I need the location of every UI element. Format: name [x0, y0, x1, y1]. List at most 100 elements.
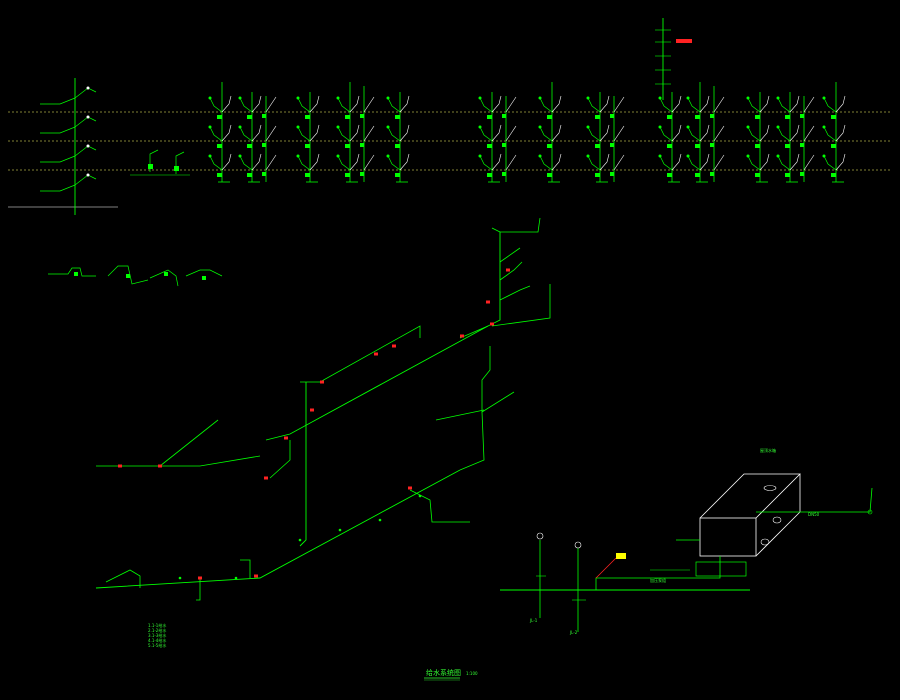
- fixture-branch: [835, 95, 846, 113]
- fixture-branch: [349, 124, 360, 142]
- riser-group: [208, 82, 232, 183]
- valve-icon: [667, 115, 672, 119]
- branch-pipe: [240, 559, 251, 578]
- valve-icon: [800, 172, 804, 176]
- valve-icon: [392, 344, 396, 348]
- valve-icon: [486, 300, 490, 304]
- tank-edge: [699, 473, 801, 519]
- branch-pipe: [777, 97, 791, 113]
- valve-icon: [785, 173, 790, 177]
- outlet-pipe: [595, 556, 721, 590]
- branch-pipe: [747, 155, 761, 171]
- fixture-branch: [613, 154, 625, 171]
- fixture-icon: [478, 96, 482, 100]
- valve-icon: [264, 476, 268, 480]
- fitting-icon: [234, 576, 238, 580]
- valve-icon: [710, 143, 714, 147]
- valve-icon: [158, 464, 162, 468]
- pump-icon: [695, 561, 747, 577]
- fixture-icon: [746, 125, 750, 129]
- fixture-branch: [759, 124, 770, 142]
- valve-icon: [262, 172, 266, 176]
- water-tank-detail: [500, 473, 873, 632]
- fixture-icon: [686, 96, 690, 100]
- note-5: 5.1-5给水: [148, 642, 166, 648]
- fixture-branch: [699, 124, 710, 142]
- pump-label: 加压泵组: [650, 577, 666, 583]
- branch-pipe: [747, 97, 761, 113]
- fixture-branch: [551, 153, 562, 171]
- valve-icon: [502, 114, 506, 118]
- fixture-branch: [505, 125, 517, 142]
- branch-pipe: [587, 126, 601, 142]
- valve-icon: [320, 380, 324, 384]
- fixture-icon: [296, 96, 300, 100]
- branch-pipe: [479, 97, 493, 113]
- fixture-branch: [309, 153, 320, 171]
- branch-pipe: [587, 155, 601, 171]
- fixture-icon: [386, 125, 390, 129]
- valve-icon: [547, 173, 552, 177]
- riser-group-small: [130, 149, 190, 176]
- fixture-branch: [835, 124, 846, 142]
- valve-icon: [710, 172, 714, 176]
- branch-pipe: [387, 126, 401, 142]
- valve-icon: [676, 39, 692, 43]
- fixture-detail: [107, 265, 149, 285]
- fixture-branch: [599, 95, 610, 113]
- valve-icon: [610, 172, 614, 176]
- valve-icon: [217, 173, 222, 177]
- main-pipe: [311, 325, 489, 423]
- valve-icon: [305, 144, 310, 148]
- branch-pipe: [40, 126, 76, 134]
- branch-pipe: [499, 247, 521, 263]
- valve-icon: [487, 144, 492, 148]
- valve-icon: [785, 115, 790, 119]
- fixture-branch: [789, 153, 800, 171]
- fixture-branch: [803, 125, 815, 142]
- fixture-branch: [505, 96, 517, 113]
- fixture-branch: [803, 96, 815, 113]
- branch-pipe: [777, 126, 791, 142]
- fixture-branch: [713, 96, 725, 113]
- fixture-branch: [551, 95, 562, 113]
- branch-pipe: [687, 126, 701, 142]
- valve-icon: [460, 334, 464, 338]
- valve-icon: [831, 115, 836, 119]
- fixture-icon: [822, 154, 826, 158]
- branch-pipe: [539, 97, 553, 113]
- branch-pipe: [105, 569, 141, 588]
- valve-icon: [610, 143, 614, 147]
- valve-icon: [360, 114, 364, 118]
- fixture-branch: [713, 125, 725, 142]
- branch-pipe: [435, 409, 485, 421]
- riser-group: [776, 92, 815, 183]
- fixture-branch: [349, 95, 360, 113]
- branch-pipe: [491, 284, 551, 327]
- branch-pipe: [269, 440, 291, 479]
- branch-pipe: [459, 325, 489, 339]
- valve-icon: [284, 436, 288, 440]
- branch-pipe: [297, 155, 311, 171]
- fitting-icon: [298, 538, 302, 542]
- tank-label: 屋顶水箱: [760, 447, 776, 453]
- fixture-branch: [671, 153, 682, 171]
- valve-icon: [174, 166, 179, 171]
- branch-pipe: [587, 97, 601, 113]
- branch-pipe: [387, 97, 401, 113]
- fixture-branch: [309, 95, 320, 113]
- valve-icon: [345, 173, 350, 177]
- riser-group: [478, 92, 517, 183]
- riser-group-left: [40, 78, 97, 215]
- inlet-label: DN50: [808, 512, 820, 517]
- riser-group: [746, 92, 770, 183]
- valve-icon: [360, 143, 364, 147]
- valve-icon: [198, 576, 202, 580]
- valve-icon: [247, 173, 252, 177]
- fixture-branch: [505, 154, 517, 171]
- valve-icon: [610, 114, 614, 118]
- branch-pipe: [196, 578, 201, 601]
- fixture-icon: [822, 125, 826, 129]
- branch-pipe: [659, 126, 673, 142]
- branch-pipe: [337, 155, 351, 171]
